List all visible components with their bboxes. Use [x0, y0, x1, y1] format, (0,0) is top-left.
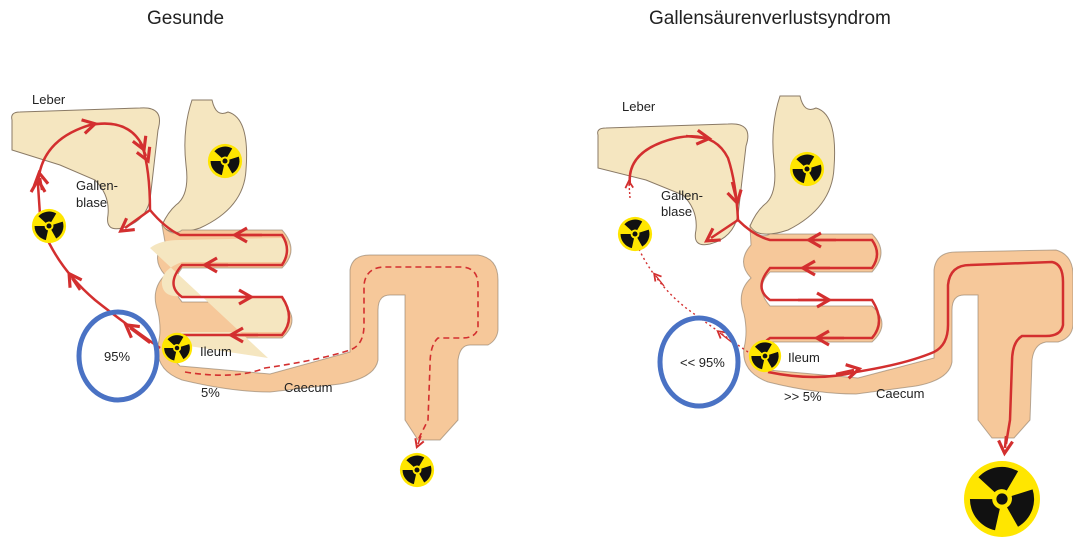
liver-label: Leber	[32, 92, 66, 107]
ileum-label: Ileum	[788, 350, 820, 365]
radiation-icon	[617, 215, 652, 251]
gallbladder-label: Gallen-	[661, 188, 703, 203]
radiation-icon	[399, 451, 434, 487]
enterohepatic-return	[44, 232, 160, 348]
excreted-percent: >> 5%	[784, 389, 822, 404]
bile-acid-loss-diagram: Leber Gallen- blase Ileum Caecum << 95% …	[536, 0, 1073, 539]
gallbladder-label: Gallen-	[76, 178, 118, 193]
healthy-panel: Gesunde Leber Gallen- blas	[0, 0, 536, 539]
reabsorbed-percent: << 95%	[680, 355, 725, 370]
caecum-label: Caecum	[284, 380, 332, 395]
healthy-diagram: Leber Gallen- blase Ileum Caecum 95% 5%	[0, 0, 536, 539]
caecum-label: Caecum	[876, 386, 924, 401]
liver-label: Leber	[622, 99, 656, 114]
bile-acid-loss-panel: Gallensäurenverlustsyndrom	[536, 0, 1073, 539]
gallbladder-label-2: blase	[76, 195, 107, 210]
radiation-icon	[962, 457, 1040, 537]
small-intestine-shape	[741, 226, 1073, 438]
excreted-percent: 5%	[201, 385, 220, 400]
radiation-icon	[31, 207, 66, 243]
ileum-label: Ileum	[200, 344, 232, 359]
gallbladder-label-2: blase	[661, 204, 692, 219]
reabsorbed-percent: 95%	[104, 349, 130, 364]
